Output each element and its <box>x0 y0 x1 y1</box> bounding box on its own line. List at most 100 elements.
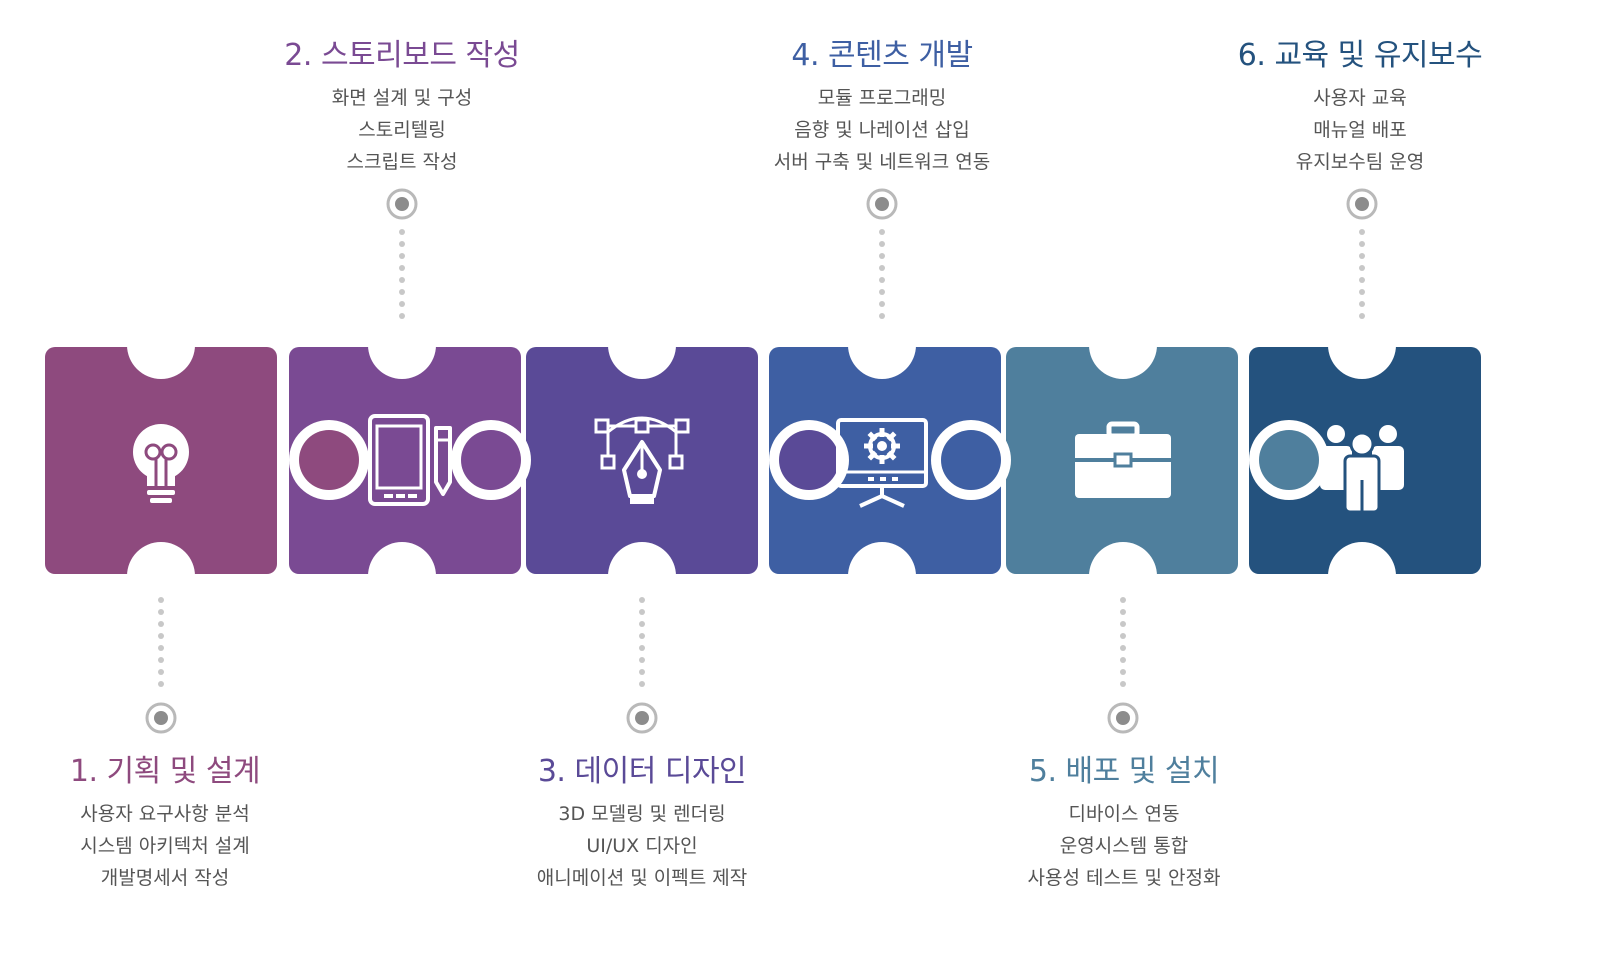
puzzle-tab <box>779 430 839 490</box>
connector-dot <box>879 301 885 307</box>
puzzle-pieces <box>45 311 1481 610</box>
target-core <box>635 711 649 725</box>
connector-dot <box>1359 265 1365 271</box>
connector-dot <box>399 289 405 295</box>
connector-dot <box>1359 301 1365 307</box>
connector-dot <box>1120 681 1126 687</box>
connector-dot <box>399 277 405 283</box>
connector-dot <box>158 609 164 615</box>
connector-dot <box>158 633 164 639</box>
step-2-label: 2. 스토리보드 작성 화면 설계 및 구성 스토리텔링 스크립트 작성 <box>222 36 582 178</box>
puzzle-notch <box>1089 542 1157 610</box>
connector-dot <box>158 597 164 603</box>
tablet-pen-icon <box>368 414 452 506</box>
step-item: 음향 및 나레이션 삽입 <box>794 119 970 141</box>
connector-dot <box>399 253 405 259</box>
step-item: 운영시스템 통합 <box>1059 835 1189 857</box>
connector-dot <box>1359 229 1365 235</box>
step-item: 사용성 테스트 및 안정화 <box>1027 867 1221 889</box>
connector-dot <box>639 681 645 687</box>
puzzle-notch <box>608 542 676 610</box>
connector-dot <box>1359 253 1365 259</box>
connector-dot <box>639 657 645 663</box>
step-title: 6. 교육 및 유지보수 <box>1237 38 1483 73</box>
connector-dot <box>399 301 405 307</box>
connector-dot <box>879 277 885 283</box>
connector-dot <box>1120 657 1126 663</box>
connector-dot <box>158 657 164 663</box>
puzzle-tab <box>461 430 521 490</box>
step-item: 사용자 교육 <box>1313 87 1407 109</box>
puzzle-notch <box>1328 542 1396 610</box>
connector-dot <box>1120 597 1126 603</box>
lightbulb-icon <box>133 424 189 503</box>
step-item: 3D 모델링 및 렌더링 <box>558 803 726 825</box>
step-items: 디바이스 연동 운영시스템 통합 사용성 테스트 및 안정화 <box>944 798 1304 894</box>
step-title: 3. 데이터 디자인 <box>537 754 747 789</box>
step-item: 시스템 아키텍처 설계 <box>80 835 250 857</box>
connectors <box>145 188 1378 734</box>
step-items: 3D 모델링 및 렌더링 UI/UX 디자인 애니메이션 및 이펙트 제작 <box>462 798 822 894</box>
connector-dot <box>1120 609 1126 615</box>
pen-tool-icon <box>594 416 690 504</box>
connector-dot <box>158 645 164 651</box>
step-5-label: 5. 배포 및 설치 디바이스 연동 운영시스템 통합 사용성 테스트 및 안정… <box>944 752 1304 894</box>
puzzle-piece <box>769 347 1001 574</box>
connector-dot <box>879 241 885 247</box>
connector-dot <box>879 229 885 235</box>
connector-dot <box>1120 633 1126 639</box>
step-title: 5. 배포 및 설치 <box>1028 754 1220 789</box>
connector-dot <box>879 265 885 271</box>
step-item: 유지보수팀 운영 <box>1295 151 1425 173</box>
puzzle-notch <box>1089 311 1157 379</box>
step-item: 화면 설계 및 구성 <box>331 87 473 109</box>
step-title: 2. 스토리보드 작성 <box>284 38 520 73</box>
target-core <box>154 711 168 725</box>
step-title: 1. 기획 및 설계 <box>69 754 261 789</box>
step-item: 스크립트 작성 <box>346 151 458 173</box>
step-6-label: 6. 교육 및 유지보수 사용자 교육 매뉴얼 배포 유지보수팀 운영 <box>1180 36 1540 178</box>
puzzle-notch <box>848 311 916 379</box>
step-items: 사용자 요구사항 분석 시스템 아키텍처 설계 개발명세서 작성 <box>0 798 345 894</box>
connector-dot <box>639 669 645 675</box>
puzzle-notch <box>368 311 436 379</box>
step-title: 4. 콘텐츠 개발 <box>791 38 973 73</box>
monitor-gear-icon <box>836 418 928 508</box>
puzzle-tab <box>941 430 1001 490</box>
connector-dot <box>639 609 645 615</box>
connector-dot <box>399 229 405 235</box>
step-item: 디바이스 연동 <box>1068 803 1180 825</box>
step-item: 모듈 프로그래밍 <box>817 87 947 109</box>
connector-dot <box>639 621 645 627</box>
connector-dot <box>639 633 645 639</box>
connector-dot <box>158 621 164 627</box>
connector-dot <box>399 313 405 319</box>
connector-dot <box>158 669 164 675</box>
connector-dot <box>879 289 885 295</box>
connector-dot <box>1120 621 1126 627</box>
target-core <box>875 197 889 211</box>
connector-dot <box>1359 277 1365 283</box>
connector-dot <box>879 253 885 259</box>
puzzle-piece <box>289 347 521 574</box>
step-item: 매뉴얼 배포 <box>1313 119 1407 141</box>
step-item: 서버 구축 및 네트워크 연동 <box>773 151 991 173</box>
step-items: 모듈 프로그래밍 음향 및 나레이션 삽입 서버 구축 및 네트워크 연동 <box>702 82 1062 178</box>
target-core <box>1355 197 1369 211</box>
target-core <box>395 197 409 211</box>
puzzle-notch <box>848 542 916 610</box>
puzzle-notch <box>127 311 195 379</box>
connector-dot <box>399 265 405 271</box>
connector-dot <box>158 681 164 687</box>
connector-dot <box>639 645 645 651</box>
puzzle-tab <box>1259 430 1319 490</box>
puzzle-notch <box>1328 311 1396 379</box>
step-3-label: 3. 데이터 디자인 3D 모델링 및 렌더링 UI/UX 디자인 애니메이션 … <box>462 752 822 894</box>
target-core <box>1116 711 1130 725</box>
step-item: 개발명세서 작성 <box>100 867 230 889</box>
puzzle-tab <box>299 430 359 490</box>
briefcase-icon <box>1075 421 1171 498</box>
step-item: 애니메이션 및 이펙트 제작 <box>536 867 748 889</box>
